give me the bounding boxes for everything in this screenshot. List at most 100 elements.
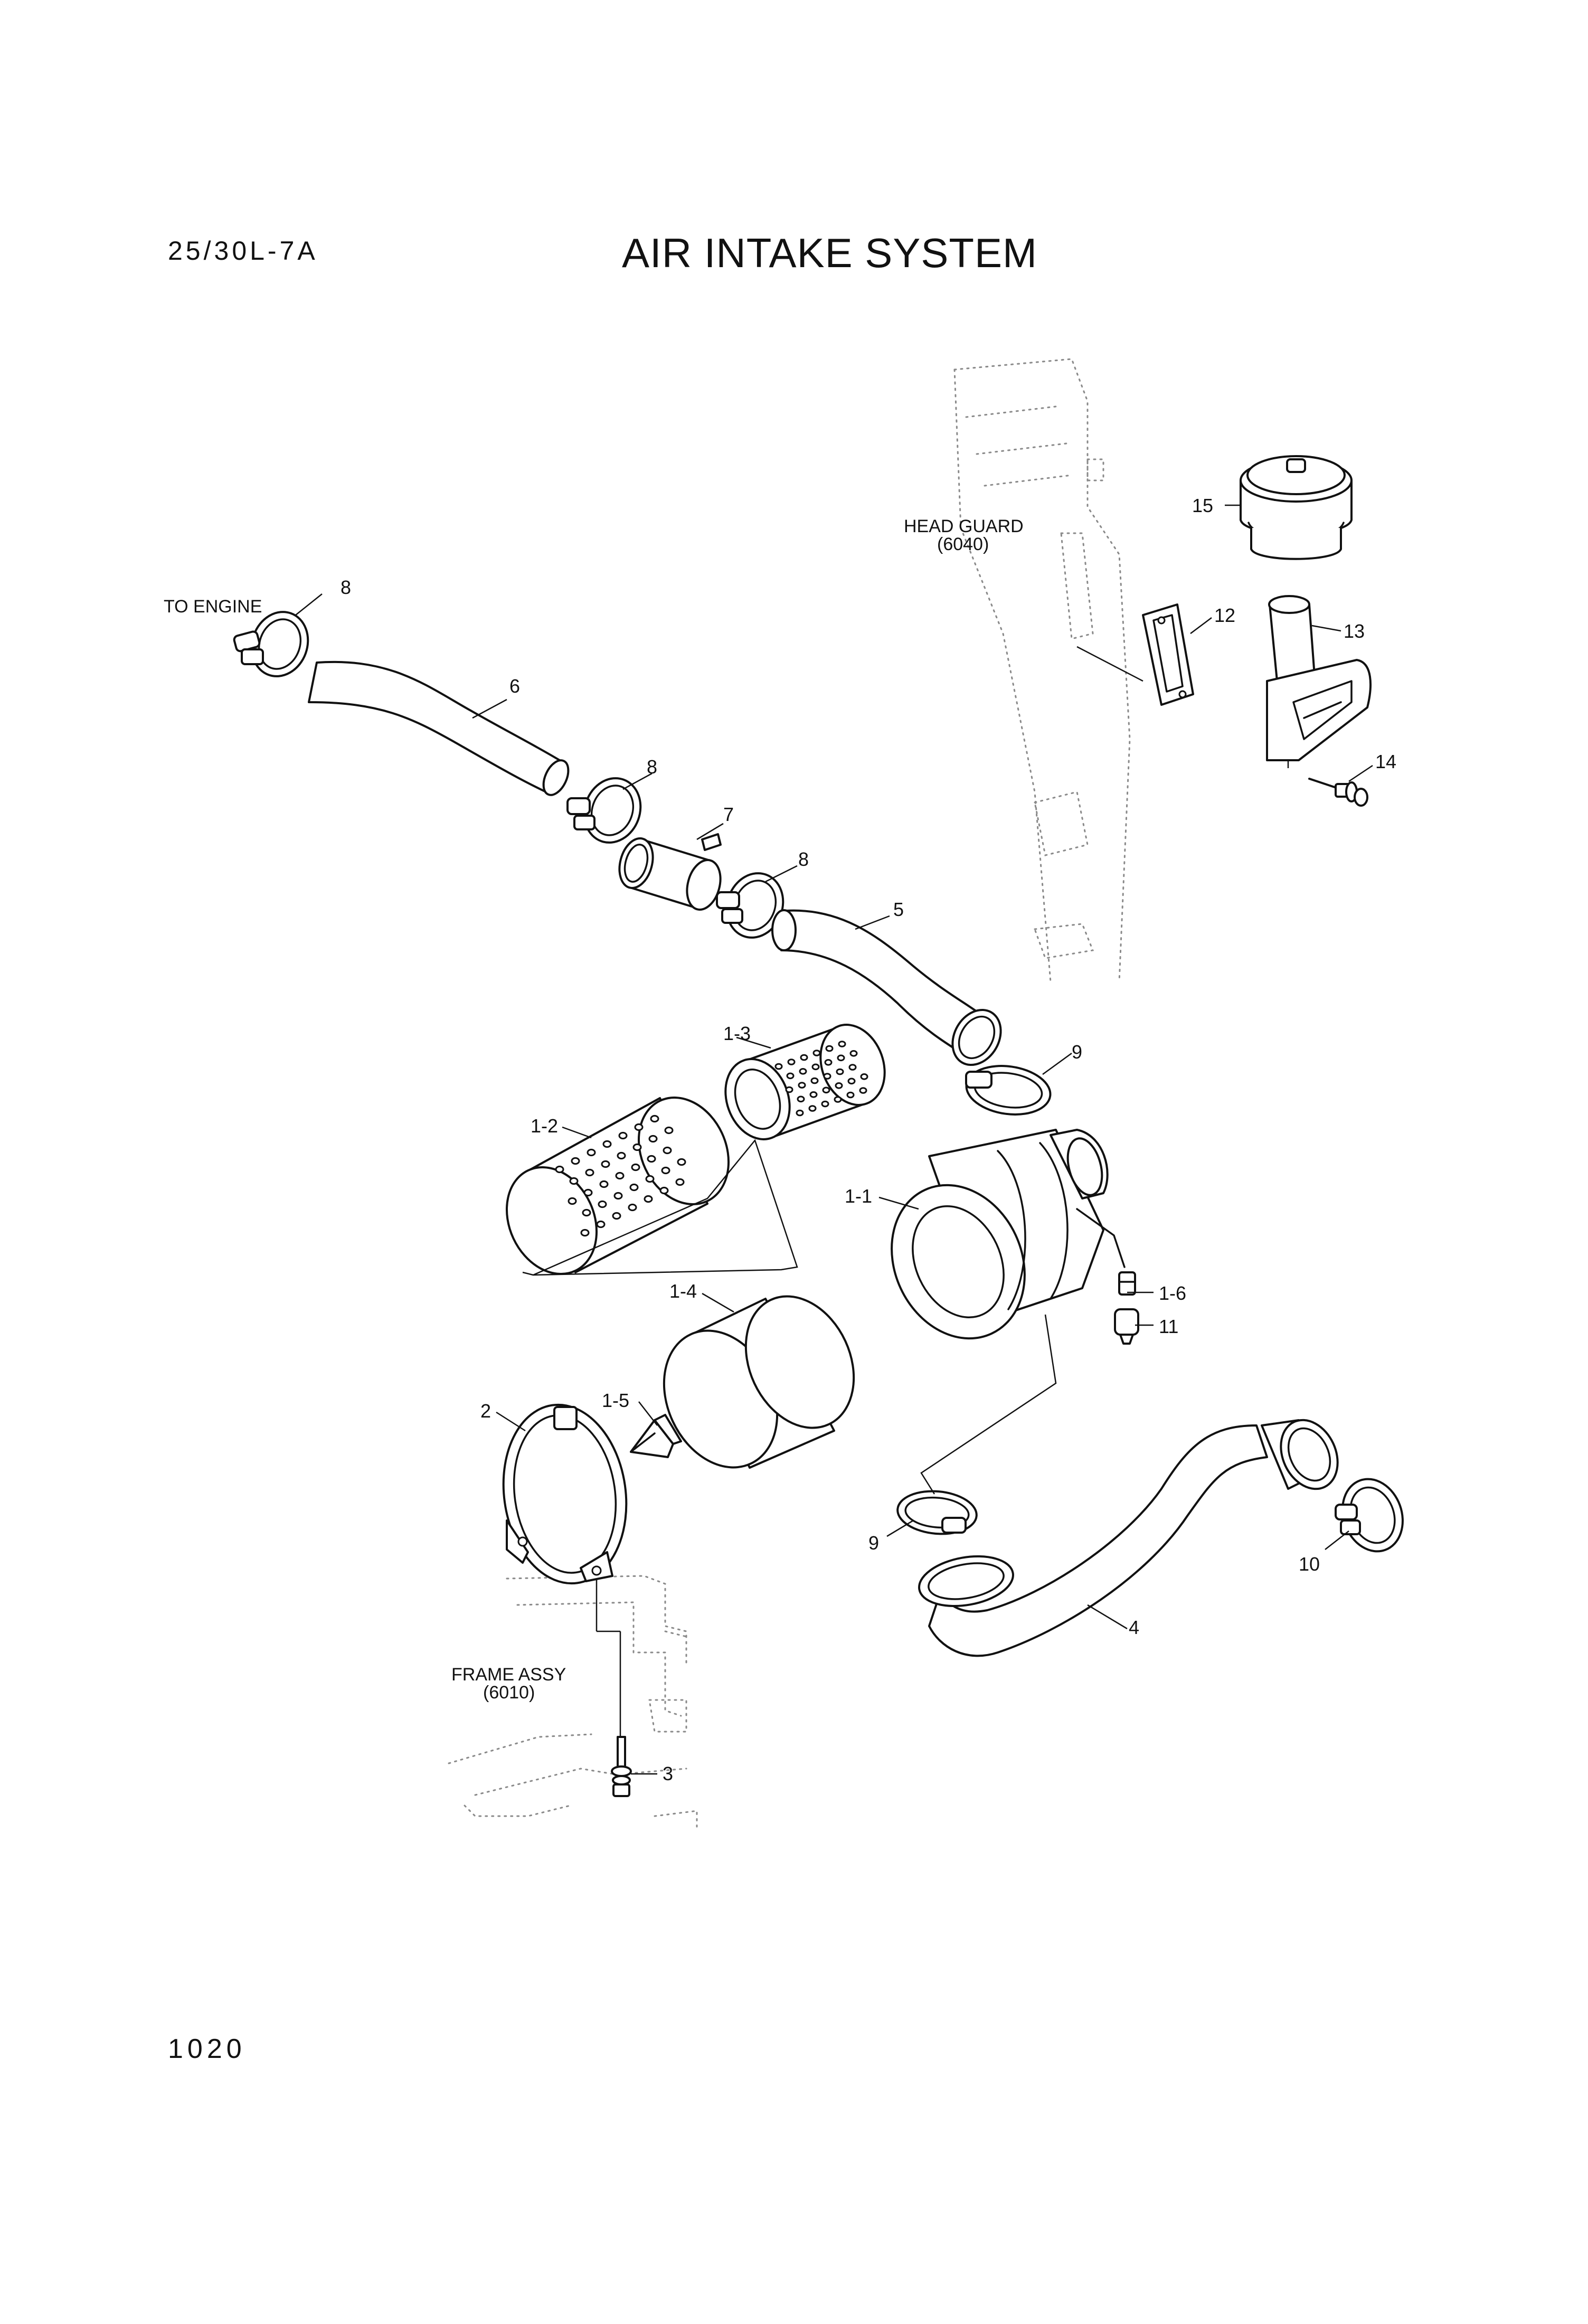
filter-perforation [798, 1082, 806, 1089]
callout-1-3: 1-3 [723, 1023, 751, 1044]
filter-perforation [822, 1087, 830, 1094]
filter-perforation [617, 1151, 626, 1160]
callout-6: 6 [509, 675, 520, 697]
filter-perforation [598, 1200, 607, 1208]
callout-13: 13 [1344, 620, 1365, 642]
callout-9b: 9 [868, 1532, 879, 1554]
head-guard-label: HEAD GUARD [904, 516, 1024, 536]
callout-11: 11 [1159, 1316, 1178, 1337]
callout-14: 14 [1375, 751, 1396, 772]
filter-perforation [797, 1095, 805, 1103]
hose-clamp-9a [965, 1065, 1052, 1116]
callout-8b: 8 [647, 756, 657, 778]
page-title: AIR INTAKE SYSTEM [622, 230, 1038, 276]
air-cleaner-body-1-1 [891, 1129, 1126, 1340]
frame-assy-outline [448, 1575, 698, 1828]
callout-10: 10 [1299, 1553, 1320, 1575]
filter-perforation [583, 1188, 593, 1197]
main-element-1-2 [505, 1097, 730, 1275]
filter-perforation [599, 1180, 609, 1188]
filter-perforation [568, 1197, 577, 1205]
callout-7: 7 [723, 804, 734, 825]
filter-perforation [812, 1050, 821, 1056]
callout-8a: 8 [341, 577, 351, 598]
callout-1-1: 1-1 [845, 1185, 872, 1207]
filter-perforation [582, 1208, 591, 1217]
filter-perforation [659, 1186, 669, 1195]
filter-perforation [628, 1203, 637, 1212]
assembly-leader-lines [920, 646, 1289, 1495]
frame-assy-code: (6010) [483, 1683, 535, 1703]
bolt-14 [1308, 778, 1368, 807]
head-guard-outline [953, 358, 1131, 983]
filter-perforation [848, 1064, 857, 1071]
filter-perforation [849, 1050, 858, 1057]
filter-perforation [602, 1140, 612, 1148]
callout-1-4: 1-4 [669, 1280, 697, 1302]
filter-perforation [615, 1172, 625, 1180]
filter-perforation [647, 1155, 656, 1163]
hose-clamp-8a [233, 611, 309, 677]
filter-perforation [629, 1183, 639, 1192]
head-guard-code: (6040) [937, 534, 989, 554]
element-group-bracket [522, 1139, 798, 1276]
filter-perforation [774, 1063, 783, 1070]
bolt-3 [596, 1579, 632, 1797]
filter-perforation [796, 1109, 804, 1117]
intake-hose-4 [918, 1419, 1339, 1657]
frame-assy-label: FRAME ASSY [451, 1665, 566, 1685]
filter-perforation [846, 1091, 855, 1099]
callout-1-6: 1-6 [1159, 1282, 1186, 1304]
filter-perforation [836, 1068, 844, 1075]
filter-perforation [860, 1073, 868, 1080]
evacuator-1-5 [630, 1414, 682, 1458]
filter-perforation [810, 1077, 819, 1084]
filter-perforation [648, 1135, 658, 1143]
filter-perforation [821, 1100, 829, 1108]
filter-perforation [834, 1096, 842, 1103]
vacuator-valve-11 [1114, 1308, 1139, 1345]
filter-perforation [835, 1082, 843, 1089]
connector-pipe-7 [618, 833, 722, 911]
filter-perforation [799, 1068, 807, 1075]
callout-15: 15 [1192, 495, 1213, 516]
intake-hose-6 [308, 660, 570, 796]
filter-perforation [859, 1087, 867, 1094]
filter-perforation [811, 1063, 820, 1071]
hose-clamp-8b [566, 777, 642, 844]
filter-perforation [675, 1178, 685, 1186]
filter-perforation [838, 1041, 846, 1047]
callout-leaders [295, 504, 1373, 1775]
fitting-1-6 [1118, 1271, 1136, 1296]
filter-perforation [555, 1165, 564, 1174]
filter-perforation [587, 1148, 596, 1157]
filter-perforation [808, 1105, 817, 1112]
filter-perforation [824, 1059, 833, 1066]
safety-element-1-3 [724, 1024, 886, 1140]
dust-cover-1-4 [663, 1295, 855, 1469]
callout-1-2: 1-2 [531, 1115, 558, 1137]
to-engine-label: TO ENGINE [164, 597, 262, 617]
filter-perforation [632, 1143, 642, 1151]
intake-hose-5 [771, 909, 1002, 1066]
filter-perforation [809, 1091, 818, 1098]
filter-perforation [787, 1059, 796, 1065]
mounting-band-2 [502, 1403, 628, 1585]
callout-3: 3 [663, 1763, 673, 1784]
filter-perforation [585, 1168, 594, 1177]
filter-perforation [644, 1195, 653, 1203]
filter-perforation [663, 1146, 672, 1155]
page-number: 1020 [168, 2034, 246, 2064]
filter-perforation [634, 1123, 644, 1131]
filter-perforation [650, 1114, 659, 1123]
intake-duct-13 [1266, 595, 1372, 761]
filter-perforation [786, 1072, 795, 1080]
callout-5: 5 [893, 899, 904, 920]
filter-perforation [664, 1126, 674, 1135]
filter-perforation [837, 1054, 845, 1062]
filter-perforation [785, 1086, 793, 1093]
filter-perforation [800, 1054, 808, 1061]
filter-perforation [596, 1220, 606, 1229]
